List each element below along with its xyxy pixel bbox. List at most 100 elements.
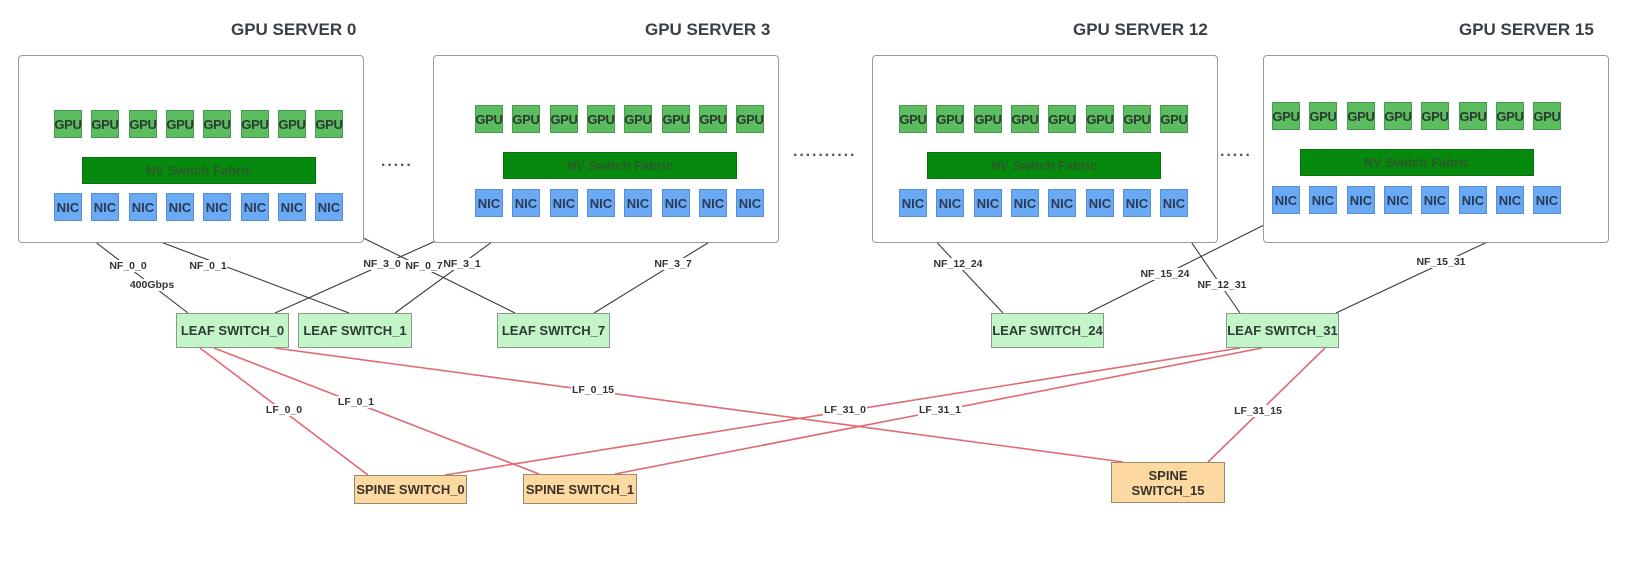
nic-0[interactable]: NIC xyxy=(54,193,82,221)
nic-0[interactable]: NIC xyxy=(899,189,927,217)
nv-switch-fabric[interactable]: NV Switch Fabric xyxy=(503,152,737,179)
gpu-4[interactable]: GPU xyxy=(1421,102,1449,130)
spine-link-label: LF_0_1 xyxy=(336,396,376,408)
nic-link-label: NF_15_31 xyxy=(1415,256,1467,268)
nic-0[interactable]: NIC xyxy=(1272,186,1300,214)
nic-5[interactable]: NIC xyxy=(241,193,269,221)
gpu-5[interactable]: GPU xyxy=(1086,105,1114,133)
gpu-5[interactable]: GPU xyxy=(241,110,269,138)
leaf-switch-31[interactable]: LEAF SWITCH_31 xyxy=(1226,313,1339,348)
nic-7[interactable]: NIC xyxy=(1160,189,1188,217)
nv-switch-fabric[interactable]: NV Switch Fabric xyxy=(927,152,1161,179)
spine-switch-0[interactable]: SPINE SWITCH_0 xyxy=(354,475,467,504)
leaf-spine-link xyxy=(213,347,540,475)
nic-2[interactable]: NIC xyxy=(129,193,157,221)
nic-6[interactable]: NIC xyxy=(1496,186,1524,214)
gpu-1[interactable]: GPU xyxy=(512,105,540,133)
nic-link-label: NF_0_1 xyxy=(188,260,228,272)
nic-4[interactable]: NIC xyxy=(1421,186,1449,214)
gpu-3[interactable]: GPU xyxy=(166,110,194,138)
nic-3[interactable]: NIC xyxy=(166,193,194,221)
gpu-0[interactable]: GPU xyxy=(1272,102,1300,130)
gpu-1[interactable]: GPU xyxy=(1309,102,1337,130)
spine-link-label: LF_31_1 xyxy=(917,404,963,416)
nic-link-label: NF_3_0 xyxy=(362,258,402,270)
nic-1[interactable]: NIC xyxy=(91,193,119,221)
gpu-7[interactable]: GPU xyxy=(315,110,343,138)
spine-switch-15[interactable]: SPINE SWITCH_15 xyxy=(1111,462,1225,503)
nic-5[interactable]: NIC xyxy=(1459,186,1487,214)
gpu-5[interactable]: GPU xyxy=(1459,102,1487,130)
nic-7[interactable]: NIC xyxy=(315,193,343,221)
nic-3[interactable]: NIC xyxy=(1384,186,1412,214)
gpu-3[interactable]: GPU xyxy=(587,105,615,133)
nic-2[interactable]: NIC xyxy=(550,189,578,217)
nic-4[interactable]: NIC xyxy=(203,193,231,221)
leaf-switch-24[interactable]: LEAF SWITCH_24 xyxy=(991,313,1104,348)
nic-link-label: NF_3_1 xyxy=(442,258,482,270)
nic-6[interactable]: NIC xyxy=(1123,189,1151,217)
gpu-2[interactable]: GPU xyxy=(129,110,157,138)
ellipsis-0: ····· xyxy=(381,157,413,174)
server-title-3: GPU SERVER 3 xyxy=(645,20,771,39)
gpu-6[interactable]: GPU xyxy=(699,105,727,133)
nic-link-label: NF_12_24 xyxy=(932,258,984,270)
nic-1[interactable]: NIC xyxy=(1309,186,1337,214)
nic-6[interactable]: NIC xyxy=(278,193,306,221)
nic-link-label: NF_0_7 xyxy=(404,260,444,272)
gpu-0[interactable]: GPU xyxy=(54,110,82,138)
gpu-2[interactable]: GPU xyxy=(550,105,578,133)
gpu-0[interactable]: GPU xyxy=(899,105,927,133)
nic-6[interactable]: NIC xyxy=(699,189,727,217)
nic-7[interactable]: NIC xyxy=(736,189,764,217)
gpu-1[interactable]: GPU xyxy=(91,110,119,138)
gpu-6[interactable]: GPU xyxy=(278,110,306,138)
gpu-4[interactable]: GPU xyxy=(624,105,652,133)
nic-3[interactable]: NIC xyxy=(587,189,615,217)
bandwidth-label: 400Gbps xyxy=(128,279,176,291)
gpu-3[interactable]: GPU xyxy=(1011,105,1039,133)
spine-link-label: LF_0_0 xyxy=(264,404,304,416)
gpu-6[interactable]: GPU xyxy=(1123,105,1151,133)
nic-1[interactable]: NIC xyxy=(936,189,964,217)
gpu-7[interactable]: GPU xyxy=(1160,105,1188,133)
spine-switch-1[interactable]: SPINE SWITCH_1 xyxy=(523,474,637,504)
gpu-5[interactable]: GPU xyxy=(662,105,690,133)
nic-2[interactable]: NIC xyxy=(974,189,1002,217)
gpu-6[interactable]: GPU xyxy=(1496,102,1524,130)
nic-leaf-link xyxy=(1087,213,1287,314)
gpu-2[interactable]: GPU xyxy=(974,105,1002,133)
leaf-switch-1[interactable]: LEAF SWITCH_1 xyxy=(298,313,412,348)
server-title-15: GPU SERVER 15 xyxy=(1459,20,1594,39)
gpu-1[interactable]: GPU xyxy=(936,105,964,133)
nic-0[interactable]: NIC xyxy=(475,189,503,217)
spine-link-label: LF_31_15 xyxy=(1233,405,1283,417)
nic-4[interactable]: NIC xyxy=(624,189,652,217)
nic-4[interactable]: NIC xyxy=(1048,189,1076,217)
nic-3[interactable]: NIC xyxy=(1011,189,1039,217)
leaf-spine-link xyxy=(274,347,1124,463)
gpu-7[interactable]: GPU xyxy=(1533,102,1561,130)
gpu-4[interactable]: GPU xyxy=(1048,105,1076,133)
gpu-3[interactable]: GPU xyxy=(1384,102,1412,130)
nic-1[interactable]: NIC xyxy=(512,189,540,217)
server-title-12: GPU SERVER 12 xyxy=(1073,20,1208,39)
nic-7[interactable]: NIC xyxy=(1533,186,1561,214)
nic-5[interactable]: NIC xyxy=(662,189,690,217)
nv-switch-fabric[interactable]: NV Switch Fabric xyxy=(82,157,316,184)
ellipsis-2: ····· xyxy=(1220,147,1252,164)
server-title-0: GPU SERVER 0 xyxy=(231,20,357,39)
gpu-2[interactable]: GPU xyxy=(1347,102,1375,130)
nic-link-label: NF_0_0 xyxy=(108,260,148,272)
nic-2[interactable]: NIC xyxy=(1347,186,1375,214)
nic-link-label: NF_3_7 xyxy=(653,258,693,270)
spine-link-label: LF_31_0 xyxy=(822,404,868,416)
spine-link-label: LF_0_15 xyxy=(570,384,616,396)
gpu-4[interactable]: GPU xyxy=(203,110,231,138)
leaf-switch-0[interactable]: LEAF SWITCH_0 xyxy=(176,313,289,348)
nic-5[interactable]: NIC xyxy=(1086,189,1114,217)
gpu-0[interactable]: GPU xyxy=(475,105,503,133)
nv-switch-fabric[interactable]: NV Switch Fabric xyxy=(1300,149,1534,176)
gpu-7[interactable]: GPU xyxy=(736,105,764,133)
leaf-switch-7[interactable]: LEAF SWITCH_7 xyxy=(497,313,610,348)
